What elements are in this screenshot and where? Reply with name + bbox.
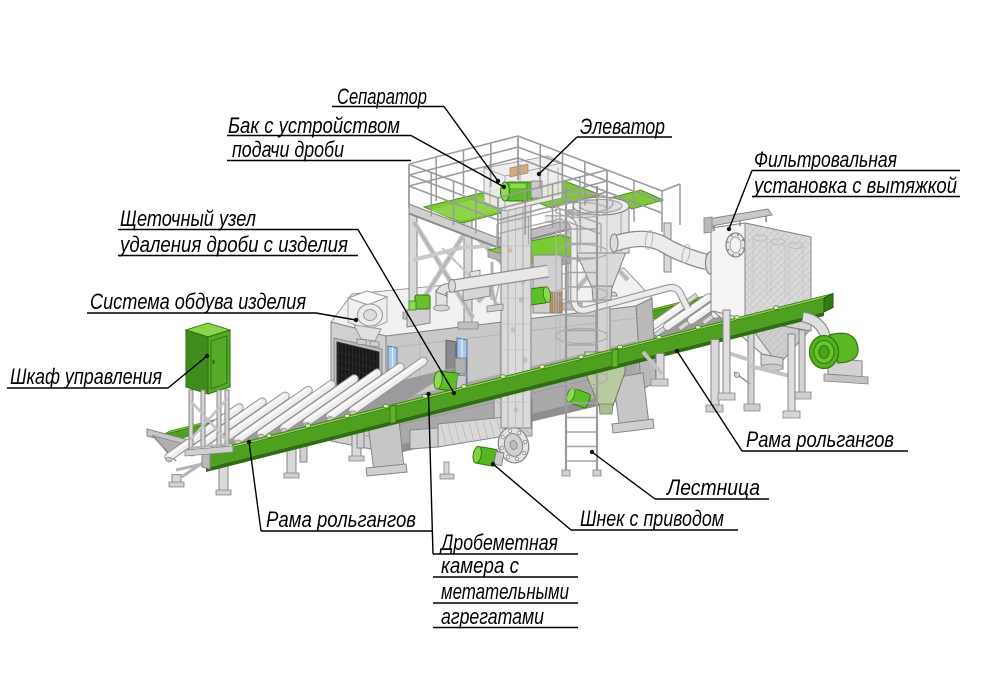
svg-text:камера с: камера с [441, 553, 519, 578]
svg-text:Элеватор: Элеватор [580, 114, 665, 139]
svg-text:подачи дроби: подачи дроби [232, 137, 344, 162]
svg-text:Система обдува изделия: Система обдува изделия [90, 289, 306, 314]
svg-text:Рама рольгангов: Рама рольгангов [266, 507, 416, 532]
svg-text:Шкаф управления: Шкаф управления [10, 364, 162, 389]
svg-text:Фильтровальная: Фильтровальная [754, 147, 897, 172]
svg-text:установка с вытяжкой: установка с вытяжкой [752, 173, 957, 198]
svg-text:Сепаратор: Сепаратор [337, 84, 427, 109]
svg-text:агрегатами: агрегатами [441, 604, 544, 629]
svg-text:удаления дроби с изделия: удаления дроби с изделия [118, 232, 348, 257]
svg-text:Шнек с приводом: Шнек с приводом [580, 506, 724, 531]
svg-text:метательными: метательными [441, 579, 569, 604]
svg-text:Лестница: Лестница [665, 475, 760, 500]
svg-text:Дробеметная: Дробеметная [439, 530, 559, 555]
svg-text:Щеточный узел: Щеточный узел [120, 206, 256, 231]
svg-text:Бак с устройством: Бак с устройством [228, 113, 400, 138]
svg-text:Рама рольгангов: Рама рольгангов [746, 427, 894, 452]
